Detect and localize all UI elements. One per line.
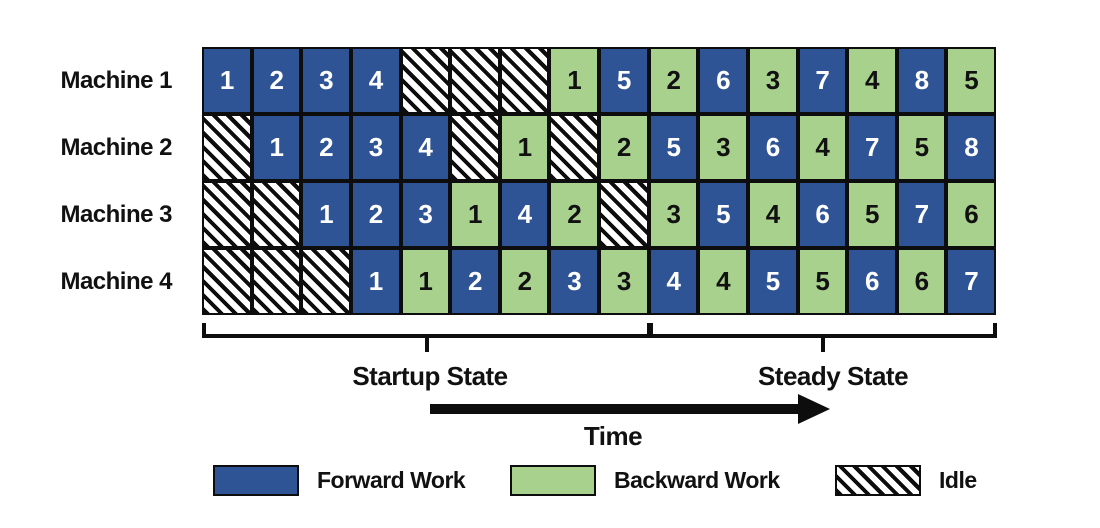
cell-machine2-slot1-idle — [202, 114, 252, 181]
cell-machine4-slot11-backward: 4 — [698, 248, 748, 315]
legend-label-backward: Backward Work — [614, 467, 780, 493]
cell-machine2-slot11-backward: 3 — [698, 114, 748, 181]
cell-machine3-slot15-forward: 7 — [896, 181, 947, 248]
legend-item-forward: Forward Work — [213, 465, 466, 496]
legend-swatch-forward — [213, 465, 299, 496]
cell-machine4-slot1-idle — [202, 248, 252, 315]
cell-machine4-slot2-idle — [251, 248, 302, 315]
cell-machine1-slot2-forward: 2 — [251, 47, 302, 114]
cell-machine1-slot6-idle — [450, 47, 500, 114]
steady-bracket — [649, 323, 997, 352]
cell-machine1-slot7-idle — [499, 47, 550, 114]
startup-state-label: Startup State — [352, 361, 508, 391]
cell-machine2-slot16-forward: 8 — [946, 114, 996, 181]
cell-machine2-slot6-idle — [450, 114, 500, 181]
legend-label-idle: Idle — [939, 467, 977, 493]
cell-machine2-slot14-forward: 7 — [847, 114, 897, 181]
cell-machine4-slot14-forward: 6 — [847, 248, 897, 315]
cell-machine2-slot5-forward: 4 — [400, 114, 451, 181]
cell-machine4-slot6-forward: 2 — [450, 248, 500, 315]
machine-label-3: Machine 3 — [60, 200, 172, 228]
cell-machine4-slot8-forward: 3 — [549, 248, 599, 315]
cell-machine3-slot8-backward: 2 — [549, 181, 599, 248]
legend-swatch-backward — [510, 465, 596, 496]
legend-label-forward: Forward Work — [317, 467, 466, 493]
cell-machine3-slot6-backward: 1 — [450, 181, 500, 248]
cell-machine2-slot4-forward: 3 — [350, 114, 401, 181]
cell-machine1-slot12-backward: 3 — [747, 47, 798, 114]
cell-machine2-slot15-backward: 5 — [896, 114, 947, 181]
cell-machine4-slot16-forward: 7 — [946, 248, 996, 315]
cell-machine3-slot14-backward: 5 — [847, 181, 897, 248]
cell-machine1-slot1-forward: 1 — [202, 47, 252, 114]
cell-machine1-slot8-backward: 1 — [549, 47, 599, 114]
cell-machine2-slot2-forward: 1 — [251, 114, 302, 181]
cell-machine3-slot1-idle — [202, 181, 252, 248]
cell-machine1-slot3-forward: 3 — [301, 47, 351, 114]
legend-item-backward: Backward Work — [510, 465, 780, 496]
cell-machine1-slot13-forward: 7 — [797, 47, 848, 114]
cell-machine3-slot10-backward: 3 — [648, 181, 699, 248]
cell-machine1-slot14-backward: 4 — [847, 47, 897, 114]
cell-machine4-slot3-idle — [301, 248, 351, 315]
cell-machine3-slot2-idle — [251, 181, 302, 248]
cell-machine1-slot9-forward: 5 — [599, 47, 649, 114]
cell-machine4-slot12-forward: 5 — [747, 248, 798, 315]
legend-item-idle: Idle — [835, 465, 977, 496]
cell-machine2-slot10-forward: 5 — [648, 114, 699, 181]
legend-swatch-idle — [835, 465, 921, 496]
cell-machine2-slot8-idle — [549, 114, 599, 181]
cell-machine1-slot11-forward: 6 — [698, 47, 748, 114]
time-axis-label: Time — [583, 421, 643, 451]
cell-machine2-slot13-backward: 4 — [797, 114, 848, 181]
cell-machine2-slot7-backward: 1 — [499, 114, 550, 181]
cell-machine1-slot16-backward: 5 — [946, 47, 996, 114]
cell-machine1-slot4-forward: 4 — [350, 47, 401, 114]
cell-machine1-slot10-backward: 2 — [648, 47, 699, 114]
machine-labels-column: Machine 1 Machine 2 Machine 3 Machine 4 — [0, 47, 172, 315]
cell-machine1-slot5-idle — [400, 47, 451, 114]
cell-machine3-slot16-backward: 6 — [946, 181, 996, 248]
cell-machine3-slot4-forward: 2 — [350, 181, 401, 248]
machine-label-1: Machine 1 — [60, 66, 172, 94]
cell-machine4-slot4-forward: 1 — [350, 248, 401, 315]
legend: Forward Work Backward Work Idle — [0, 465, 1100, 499]
cell-machine3-slot5-forward: 3 — [400, 181, 451, 248]
steady-state-label: Steady State — [757, 361, 909, 391]
cell-machine4-slot13-backward: 5 — [797, 248, 848, 315]
machine-label-4: Machine 4 — [60, 267, 172, 295]
cell-machine4-slot15-backward: 6 — [896, 248, 947, 315]
cell-machine4-slot7-backward: 2 — [499, 248, 550, 315]
cell-machine2-slot12-forward: 6 — [747, 114, 798, 181]
cell-machine3-slot7-forward: 4 — [499, 181, 550, 248]
cell-machine4-slot5-backward: 1 — [400, 248, 451, 315]
cell-machine4-slot10-forward: 4 — [648, 248, 699, 315]
cell-machine3-slot3-forward: 1 — [301, 181, 351, 248]
cell-machine3-slot11-forward: 5 — [698, 181, 748, 248]
cell-machine2-slot3-forward: 2 — [301, 114, 351, 181]
cell-machine2-slot9-backward: 2 — [599, 114, 649, 181]
cell-machine3-slot9-idle — [599, 181, 649, 248]
machine-label-2: Machine 2 — [60, 133, 172, 161]
cell-machine1-slot15-forward: 8 — [896, 47, 947, 114]
startup-bracket — [202, 323, 651, 352]
cell-machine4-slot9-backward: 3 — [599, 248, 649, 315]
cell-machine3-slot13-forward: 6 — [797, 181, 848, 248]
cell-machine3-slot12-backward: 4 — [747, 181, 798, 248]
time-arrow — [430, 394, 830, 424]
